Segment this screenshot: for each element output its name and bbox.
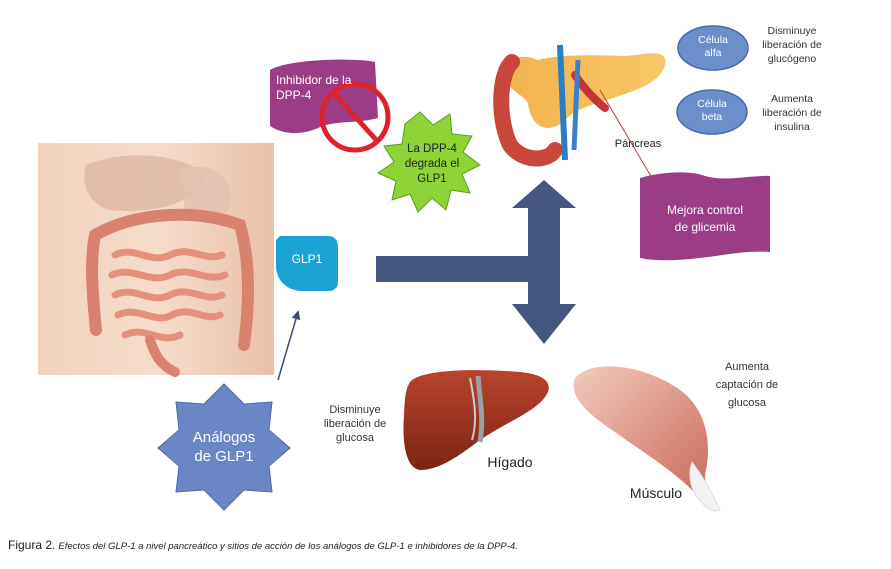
glycemia-banner xyxy=(640,172,770,261)
degrades-line2: degrada el xyxy=(404,158,460,170)
analogs-line2: de GLP1 xyxy=(194,448,254,465)
liver-label: Hígado xyxy=(487,454,533,470)
alpha-cell-line2: alfa xyxy=(704,47,722,59)
beta-effect-label: Aumenta liberación de insulina xyxy=(752,92,832,134)
alpha-effect-line3: glucógeno xyxy=(767,53,817,65)
muscle-effect-label: Aumenta captación de glucosa xyxy=(700,358,794,412)
liver-effect-line1: Disminuye xyxy=(329,404,381,416)
muscle-illustration xyxy=(573,366,721,512)
alpha-effect-line2: liberación de xyxy=(762,39,822,51)
caption-figure-number: Figura 2. xyxy=(8,538,56,552)
beta-effect-line1: Aumenta xyxy=(770,93,814,105)
alpha-effect-label: Disminuye liberación de glucógeno xyxy=(752,24,832,66)
beta-cell-label: Célula beta xyxy=(679,98,745,124)
alpha-cell-line1: Célula xyxy=(698,34,728,46)
pancreas-pointer xyxy=(599,89,656,184)
analogs-line1: Análogos xyxy=(192,429,256,446)
pancreas-label: Páncreas xyxy=(614,138,662,150)
degrades-line3: GLP1 xyxy=(417,173,447,185)
inhibitor-line2: DPP-4 xyxy=(276,88,312,102)
degradation-star xyxy=(376,111,481,213)
beta-effect-line2: liberación de xyxy=(762,107,822,119)
muscle-effect-line1: Aumenta xyxy=(724,361,770,373)
liver-effect-line3: glucosa xyxy=(336,432,374,444)
analogs-star xyxy=(157,383,291,511)
muscle-effect-line2: captación de xyxy=(715,379,779,391)
alpha-cell xyxy=(677,25,749,71)
liver-effect-line2: liberación de xyxy=(323,418,387,430)
glp1-drop xyxy=(276,236,338,291)
beta-effect-line3: insulina xyxy=(774,121,810,133)
beta-cell-line1: Célula xyxy=(697,98,727,110)
inhibitor-line1: Inhibidor de la xyxy=(276,73,352,87)
degrades-line1: La DPP-4 xyxy=(407,143,457,155)
analogs-to-glp1-arrow xyxy=(277,310,301,381)
muscle-effect-line3: glucosa xyxy=(728,397,766,409)
prohibition-icon xyxy=(319,81,391,153)
beta-cell xyxy=(676,89,748,135)
glycemia-label: Mejora control de glicemia xyxy=(644,202,766,236)
figure-caption: Figura 2. Efectos del GLP-1 a nivel panc… xyxy=(8,538,518,552)
pancreas-illustration xyxy=(493,44,666,167)
glp1-label: GLP1 xyxy=(291,252,323,266)
glycemia-line1: Mejora control xyxy=(666,203,744,217)
muscle-label: Músculo xyxy=(629,485,683,501)
action-arrows xyxy=(376,180,576,344)
alpha-cell-label: Célula alfa xyxy=(680,34,746,60)
liver-effect-label: Disminuye liberación de glucosa xyxy=(310,403,400,445)
analogs-label: Análogos de GLP1 xyxy=(174,428,274,466)
inhibitor-label: Inhibidor de la DPP-4 xyxy=(270,73,384,103)
degrades-label: La DPP-4 degrada el GLP1 xyxy=(392,142,472,187)
beta-cell-line2: beta xyxy=(701,111,723,123)
torso-illustration xyxy=(38,143,274,377)
alpha-effect-line1: Disminuye xyxy=(767,25,817,37)
glycemia-line2: de glicemia xyxy=(674,220,736,234)
liver-illustration xyxy=(403,370,549,470)
caption-text: Efectos del GLP-1 a nivel pancreático y … xyxy=(58,541,518,552)
